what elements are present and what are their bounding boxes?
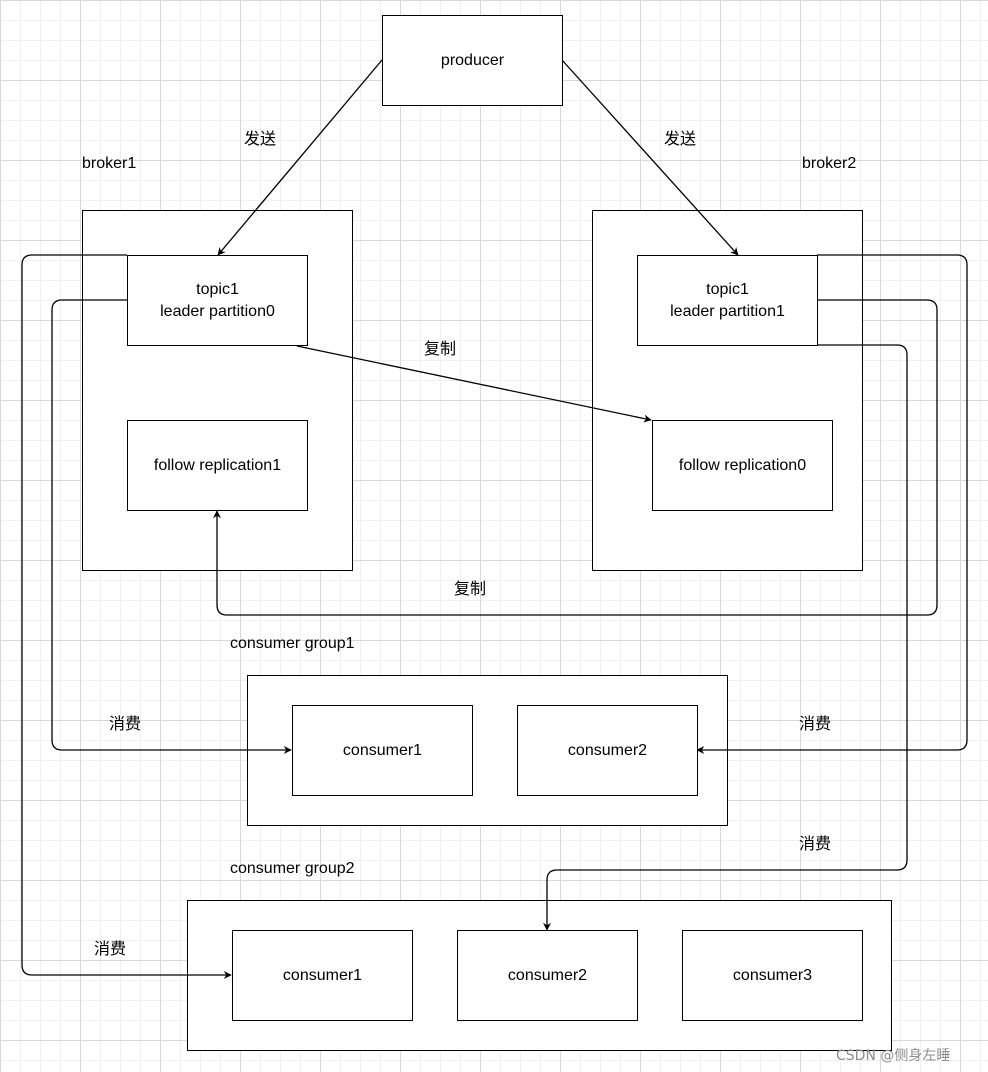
- group1-consumer2-label: consumer2: [567, 741, 648, 759]
- send-label-left: 发送: [244, 129, 277, 148]
- group1-consumer1-label: consumer1: [342, 741, 423, 759]
- broker1-leader-topic: topic1: [196, 280, 239, 298]
- broker2-leader-partition: leader partition1: [670, 302, 785, 320]
- replicate-arrow-1: [213, 299, 938, 616]
- broker1-leader-partition: leader partition0: [160, 302, 275, 320]
- group1-consumer2-node: consumer2: [517, 705, 698, 796]
- replicate-label-bottom: 复制: [454, 579, 487, 598]
- broker1-leader-partition-node: topic1 leader partition0: [127, 255, 308, 346]
- consumer-group2-label: consumer group2: [230, 860, 355, 877]
- consume-label-g1-left: 消费: [109, 714, 142, 733]
- group1-consumer1-node: consumer1: [292, 705, 473, 796]
- group2-consumer1-label: consumer1: [282, 966, 363, 984]
- replicate-arrow-0: [296, 345, 652, 423]
- send-arrow-left: [217, 59, 383, 256]
- producer-label: producer: [440, 51, 505, 69]
- consumer-group1-label: consumer group1: [230, 635, 355, 652]
- broker2-follow-label: follow replication0: [678, 456, 807, 474]
- replicate-label-top: 复制: [424, 339, 457, 358]
- consume-arrow-p0-c1: [51, 299, 292, 754]
- producer-node: producer: [382, 15, 563, 106]
- consume-arrow-p1-g1c2: [696, 254, 968, 754]
- consume-arrow-p0-g2c1: [21, 254, 232, 979]
- group2-consumer3-label: consumer3: [732, 966, 813, 984]
- consume-arrow-p1-g2c2: [543, 344, 908, 931]
- send-arrow-right: [561, 59, 739, 256]
- broker1-label: broker1: [82, 155, 137, 172]
- group2-consumer3-node: consumer3: [682, 930, 863, 1021]
- group2-consumer2-label: consumer2: [507, 966, 588, 984]
- consume-label-g2-right: 消费: [799, 834, 832, 853]
- send-label-right: 发送: [664, 129, 697, 148]
- csdn-watermark: CSDN @侧身左睡: [836, 1048, 951, 1064]
- broker2-label: broker2: [802, 155, 857, 172]
- consume-label-g2-left: 消费: [94, 939, 127, 958]
- consume-label-g1-right: 消费: [799, 714, 832, 733]
- group2-consumer2-node: consumer2: [457, 930, 638, 1021]
- broker2-leader-partition-node: topic1 leader partition1: [637, 255, 818, 346]
- broker1-follow-label: follow replication1: [153, 456, 282, 474]
- broker2-follow-replication-node: follow replication0: [652, 420, 833, 511]
- broker2-leader-topic: topic1: [706, 280, 749, 298]
- broker1-follow-replication-node: follow replication1: [127, 420, 308, 511]
- group2-consumer1-node: consumer1: [232, 930, 413, 1021]
